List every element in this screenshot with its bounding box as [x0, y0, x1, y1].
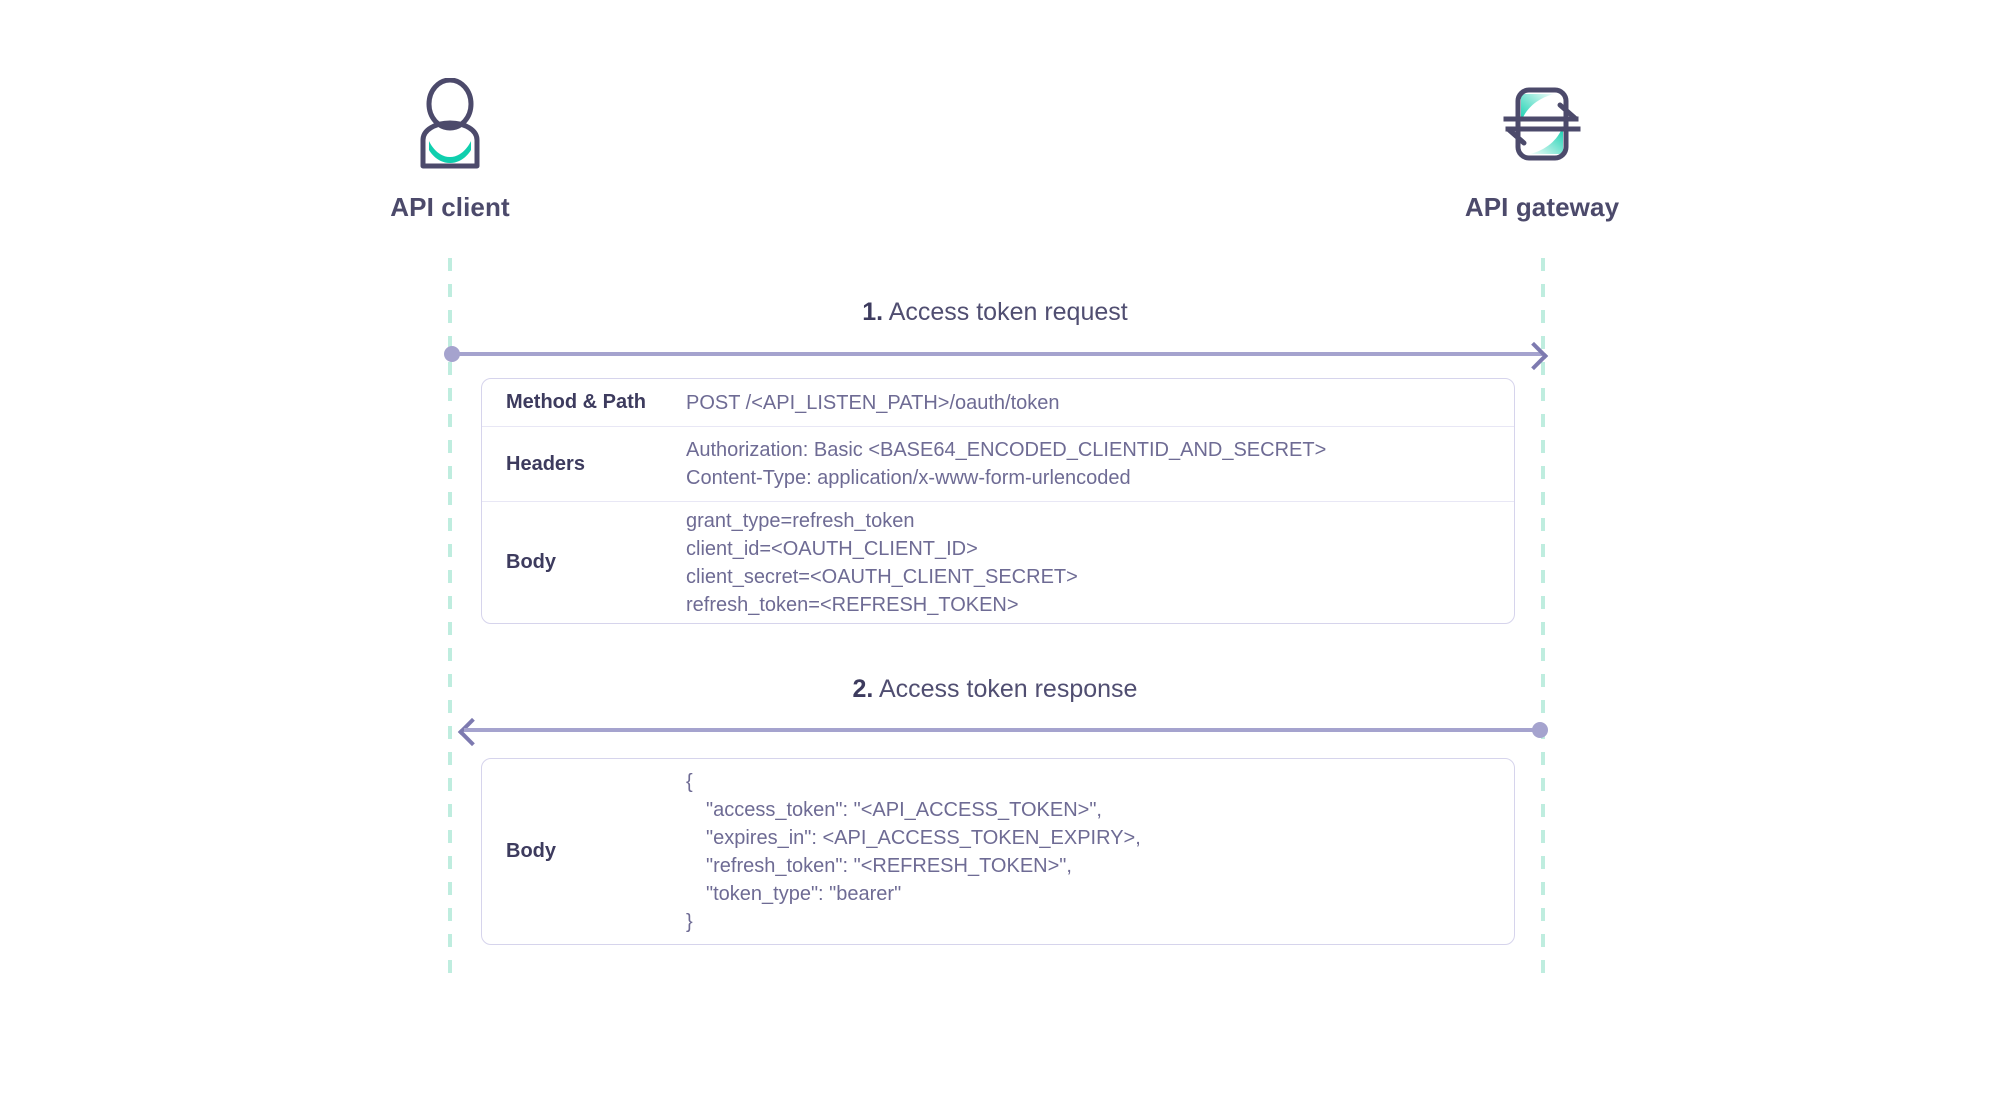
participant-api-client: API client: [300, 78, 600, 223]
arrow-origin-dot: [1532, 722, 1548, 738]
value-line: refresh_token=<REFRESH_TOKEN>: [686, 593, 1019, 616]
message-arrow-response: [457, 717, 1548, 747]
table-row: Body grant_type=refresh_token client_id=…: [482, 502, 1514, 623]
step-2-number: 2.: [852, 675, 874, 703]
value-line: {: [686, 770, 693, 793]
row-value-body: { "access_token": "<API_ACCESS_TOKEN>", …: [686, 768, 1514, 936]
message-arrow-request: [444, 341, 1549, 371]
row-label-body: Body: [506, 840, 556, 862]
step-2-title: 2. Access token response: [445, 675, 1545, 704]
table-row: Method & Path POST /<API_LISTEN_PATH>/oa…: [482, 379, 1514, 427]
request-details-card: Method & Path POST /<API_LISTEN_PATH>/oa…: [481, 378, 1515, 624]
value-line: grant_type=refresh_token: [686, 509, 915, 532]
participant-api-gateway: API gateway: [1392, 78, 1692, 223]
table-row: Body { "access_token": "<API_ACCESS_TOKE…: [482, 759, 1514, 944]
response-details-card: Body { "access_token": "<API_ACCESS_TOKE…: [481, 758, 1515, 945]
value-line: client_id=<OAUTH_CLIENT_ID>: [686, 537, 978, 560]
value-line: Authorization: Basic <BASE64_ENCODED_CLI…: [686, 439, 1327, 461]
row-label-body: Body: [506, 551, 556, 573]
value-line: "token_type": "bearer": [706, 882, 902, 905]
table-row: Headers Authorization: Basic <BASE64_ENC…: [482, 427, 1514, 502]
participant-label-api-gateway: API gateway: [1464, 192, 1620, 222]
step-1-title: 1. Access token request: [445, 298, 1545, 327]
user-icon: [300, 78, 600, 170]
arrow-line: [464, 728, 1542, 732]
step-1-number: 1.: [862, 298, 884, 326]
value-line: client_secret=<OAUTH_CLIENT_SECRET>: [686, 565, 1078, 588]
row-value-headers: Authorization: Basic <BASE64_ENCODED_CLI…: [686, 436, 1514, 492]
value-line: "refresh_token": "<REFRESH_TOKEN>",: [706, 854, 1072, 877]
step-2-text: Access token response: [878, 675, 1138, 703]
arrow-head-left-icon: [457, 717, 487, 747]
value-line: }: [686, 910, 693, 933]
value-line: "expires_in": <API_ACCESS_TOKEN_EXPIRY>,: [706, 826, 1141, 849]
row-value-body: grant_type=refresh_token client_id=<OAUT…: [686, 507, 1514, 619]
api-gateway-icon: [1392, 78, 1692, 170]
row-value-method-path: POST /<API_LISTEN_PATH>/oauth/token: [686, 389, 1514, 417]
row-label-headers: Headers: [506, 452, 585, 475]
value-line: Content-Type: application/x-www-form-url…: [686, 467, 1131, 489]
value-line: "access_token": "<API_ACCESS_TOKEN>",: [706, 798, 1102, 821]
row-label-method-path: Method & Path: [506, 391, 646, 413]
arrow-line: [450, 352, 1542, 356]
lifeline-api-gateway: [1541, 258, 1545, 976]
value-line: POST /<API_LISTEN_PATH>/oauth/token: [686, 391, 1060, 414]
step-1-text: Access token request: [888, 298, 1128, 326]
participant-label-api-client: API client: [390, 192, 510, 222]
lifeline-api-client: [448, 258, 452, 976]
